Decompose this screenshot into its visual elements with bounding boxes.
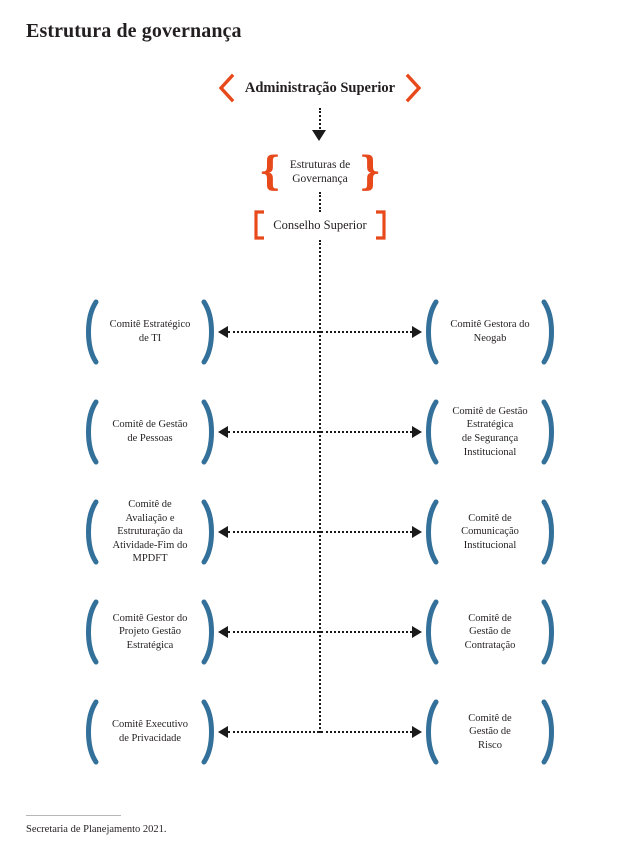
node-conselho-superior-label: Conselho Superior bbox=[273, 217, 367, 232]
connector-right-5 bbox=[321, 726, 422, 738]
arrow-down-icon bbox=[312, 130, 326, 141]
dotted-line bbox=[321, 731, 412, 733]
committee-node-right-3: Comitê de Comunicação Institucional bbox=[420, 494, 560, 570]
paren-close-icon bbox=[540, 299, 560, 365]
node-estruturas-de-governanca-label: Estruturas de Governança bbox=[289, 158, 351, 185]
connector-right-4 bbox=[321, 626, 422, 638]
paren-open-icon bbox=[80, 699, 100, 765]
dotted-line bbox=[228, 731, 319, 733]
arrow-left-icon bbox=[218, 526, 228, 538]
committee-label: Comitê Gestor do Projeto Gestão Estratég… bbox=[112, 612, 188, 651]
committee-label: Comitê de Gestão de Pessoas bbox=[112, 419, 188, 444]
committee-node-left-4: Comitê Gestor do Projeto Gestão Estratég… bbox=[80, 594, 220, 670]
arrow-right-icon bbox=[412, 326, 422, 338]
page-title: Estrutura de governança bbox=[26, 20, 242, 42]
paren-close-icon bbox=[540, 699, 560, 765]
paren-open-icon bbox=[420, 599, 440, 665]
dotted-line bbox=[228, 531, 319, 533]
committee-label: Comitê de Gestão de Contratação bbox=[464, 612, 516, 651]
arrow-right-icon bbox=[412, 626, 422, 638]
committee-label: Comitê Executivo de Privacidade bbox=[111, 719, 189, 744]
arrow-right-icon bbox=[412, 426, 422, 438]
brace-open-icon: { bbox=[258, 149, 281, 195]
arrow-left-icon bbox=[218, 726, 228, 738]
paren-close-icon bbox=[200, 699, 220, 765]
committee-node-left-5: Comitê Executivo de Privacidade bbox=[80, 694, 220, 770]
committee-node-left-1: Comitê Estratégico de TI bbox=[80, 294, 220, 370]
arrow-right-icon bbox=[412, 526, 422, 538]
committee-node-right-1: Comitê Gestora do Neogab bbox=[420, 294, 560, 370]
committee-node-right-4: Comitê de Gestão de Contratação bbox=[420, 594, 560, 670]
paren-close-icon bbox=[200, 599, 220, 665]
connector-right-1 bbox=[321, 326, 422, 338]
committee-label: Comitê de Gestão de Risco bbox=[468, 712, 512, 751]
dotted-line bbox=[321, 531, 412, 533]
bracket-open-icon bbox=[254, 210, 265, 240]
committee-label: Comitê de Avaliação e Estruturação da At… bbox=[112, 498, 188, 565]
dotted-line bbox=[321, 331, 412, 333]
paren-open-icon bbox=[420, 699, 440, 765]
paren-open-icon bbox=[420, 499, 440, 565]
committee-node-left-2: Comitê de Gestão de Pessoas bbox=[80, 394, 220, 470]
footer-note: Secretaria de Planejamento 2021. bbox=[26, 824, 167, 835]
committee-label: Comitê de Comunicação Institucional bbox=[461, 512, 519, 551]
arrow-left-icon bbox=[218, 626, 228, 638]
spine-segment-mid bbox=[319, 192, 321, 212]
committee-label: Comitê de Gestão Estratégica de Seguranç… bbox=[452, 405, 528, 458]
paren-open-icon bbox=[80, 399, 100, 465]
chevron-right-icon bbox=[405, 73, 423, 103]
dotted-line bbox=[228, 631, 319, 633]
bracket-close-icon bbox=[375, 210, 386, 240]
dotted-line bbox=[228, 431, 319, 433]
committee-node-left-3: Comitê de Avaliação e Estruturação da At… bbox=[80, 494, 220, 570]
dotted-line bbox=[321, 431, 412, 433]
chevron-left-icon bbox=[217, 73, 235, 103]
committee-label: Comitê Estratégico de TI bbox=[109, 319, 191, 344]
paren-close-icon bbox=[540, 499, 560, 565]
committee-node-right-5: Comitê de Gestão de Risco bbox=[420, 694, 560, 770]
committee-label: Comitê Gestora do Neogab bbox=[450, 319, 530, 344]
paren-close-icon bbox=[200, 399, 220, 465]
arrow-left-icon bbox=[218, 426, 228, 438]
paren-open-icon bbox=[80, 299, 100, 365]
dotted-line bbox=[321, 631, 412, 633]
spine-segment-main bbox=[319, 240, 321, 733]
node-estruturas-de-governanca: { Estruturas de Governança } bbox=[0, 150, 640, 194]
connector-left-1 bbox=[218, 326, 319, 338]
connector-left-4 bbox=[218, 626, 319, 638]
dotted-line bbox=[228, 331, 319, 333]
connector-left-2 bbox=[218, 426, 319, 438]
node-conselho-superior: Conselho Superior bbox=[0, 209, 640, 241]
arrow-right-icon bbox=[412, 726, 422, 738]
brace-close-icon: } bbox=[359, 149, 382, 195]
paren-open-icon bbox=[420, 399, 440, 465]
paren-close-icon bbox=[540, 599, 560, 665]
paren-close-icon bbox=[540, 399, 560, 465]
arrow-left-icon bbox=[218, 326, 228, 338]
connector-right-2 bbox=[321, 426, 422, 438]
paren-open-icon bbox=[80, 499, 100, 565]
node-administracao-superior: Administração Superior bbox=[0, 72, 640, 104]
connector-left-3 bbox=[218, 526, 319, 538]
node-administracao-superior-label: Administração Superior bbox=[244, 79, 396, 96]
spine-segment-top bbox=[319, 108, 321, 132]
paren-close-icon bbox=[200, 299, 220, 365]
paren-close-icon bbox=[200, 499, 220, 565]
committee-node-right-2: Comitê de Gestão Estratégica de Seguranç… bbox=[420, 394, 560, 470]
paren-open-icon bbox=[420, 299, 440, 365]
connector-right-3 bbox=[321, 526, 422, 538]
footer-divider bbox=[26, 815, 121, 816]
paren-open-icon bbox=[80, 599, 100, 665]
connector-left-5 bbox=[218, 726, 319, 738]
